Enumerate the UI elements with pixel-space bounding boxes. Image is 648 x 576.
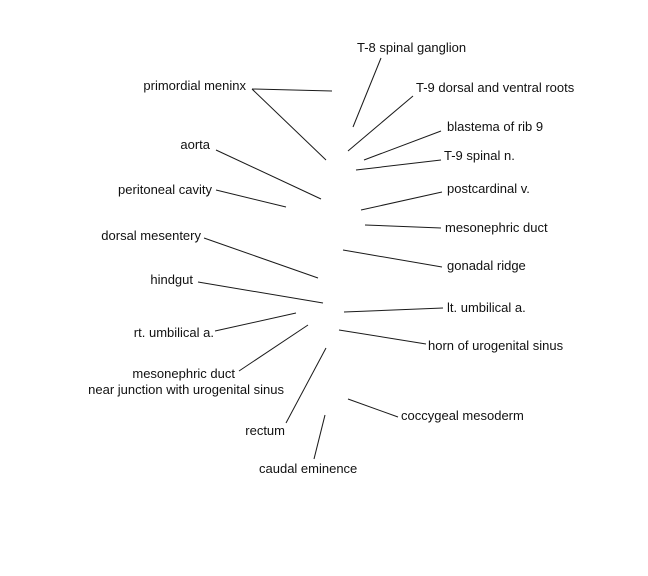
leader-line-hindgut bbox=[197, 281, 324, 304]
leader-line-caudal-eminence bbox=[313, 414, 326, 460]
label-t9-spinal-n: T-9 spinal n. bbox=[444, 148, 515, 163]
leader-line-mesonephric-duct-junction bbox=[238, 324, 309, 372]
label-t8-spinal-ganglion: T-8 spinal ganglion bbox=[357, 40, 467, 55]
label-dorsal-mesentery: dorsal mesentery bbox=[101, 228, 201, 243]
leader-line-primordial-meninx-b bbox=[251, 88, 327, 161]
leader-line-postcardinal-v bbox=[360, 191, 443, 211]
leader-line-dorsal-mesentery bbox=[203, 237, 319, 279]
label-blastema-rib-9: blastema of rib 9 bbox=[447, 119, 544, 134]
leader-line-coccygeal-mesoderm bbox=[347, 398, 399, 418]
label-postcardinal-v: postcardinal v. bbox=[447, 181, 530, 196]
leader-line-primordial-meninx-a bbox=[251, 88, 333, 92]
leader-line-horn-urogenital-sinus bbox=[338, 329, 427, 345]
label-primordial-meninx: primordial meninx bbox=[143, 78, 246, 93]
leader-line-t8-spinal-ganglion bbox=[352, 57, 382, 128]
label-hindgut: hindgut bbox=[150, 272, 193, 287]
label-aorta: aorta bbox=[180, 137, 210, 152]
label-mesonephric-duct: mesonephric duct bbox=[445, 220, 548, 235]
leader-line-t9-spinal-n bbox=[355, 159, 442, 171]
leader-line-peritoneal-cavity bbox=[215, 189, 287, 208]
leader-line-mesonephric-duct bbox=[364, 224, 442, 229]
leader-line-gonadal-ridge bbox=[342, 249, 443, 268]
leader-line-aorta bbox=[215, 149, 322, 200]
leader-line-lt-umbilical-a bbox=[343, 307, 444, 313]
label-mesonephric-duct-junction-line1: mesonephric duct bbox=[132, 366, 235, 381]
label-lt-umbilical-a: lt. umbilical a. bbox=[447, 300, 526, 315]
label-rt-umbilical-a: rt. umbilical a. bbox=[133, 325, 214, 340]
label-coccygeal-mesoderm: coccygeal mesoderm bbox=[401, 408, 524, 423]
label-t9-dorsal-ventral-roots: T-9 dorsal and ventral roots bbox=[416, 80, 575, 95]
label-peritoneal-cavity: peritoneal cavity bbox=[118, 182, 212, 197]
leader-line-blastema-rib-9 bbox=[363, 130, 442, 161]
label-horn-urogenital-sinus: horn of urogenital sinus bbox=[428, 338, 564, 353]
label-rectum: rectum bbox=[245, 423, 285, 438]
leader-line-rt-umbilical-a bbox=[214, 312, 297, 332]
leader-line-t9-roots bbox=[347, 95, 414, 152]
leader-line-rectum bbox=[285, 347, 327, 424]
label-gonadal-ridge: gonadal ridge bbox=[447, 258, 526, 273]
label-caudal-eminence: caudal eminence bbox=[259, 461, 358, 476]
label-mesonephric-duct-junction-line2: near junction with urogenital sinus bbox=[88, 382, 284, 397]
